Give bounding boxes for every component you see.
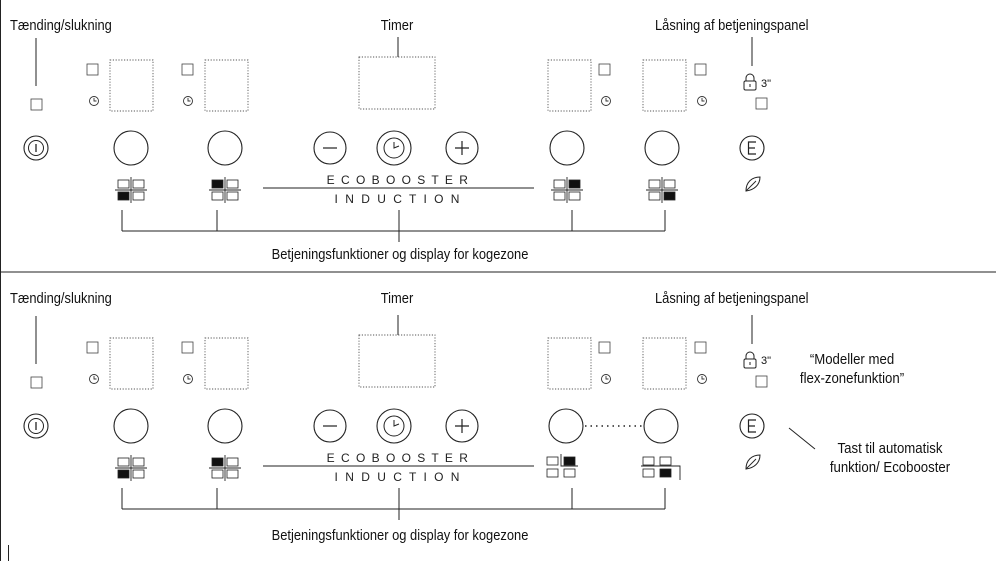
lock-icon	[743, 351, 757, 369]
lock-label: Låsning af betjeningspanel	[655, 17, 809, 34]
power-indicator	[30, 376, 43, 389]
zone4-position-indicator	[646, 177, 678, 203]
zone2-display	[204, 59, 249, 112]
zone2-position-indicator	[209, 455, 241, 481]
zone3-indicator	[598, 341, 611, 354]
zone1-indicator	[86, 341, 99, 354]
induction-text: I N D U C T I O N	[335, 470, 462, 484]
zones-label: Betjeningsfunktioner og display for koge…	[271, 527, 529, 544]
zone1-position-indicator	[115, 177, 147, 203]
zone3-display	[547, 337, 592, 390]
zone4-indicator	[694, 341, 707, 354]
lock-indicator	[755, 97, 768, 110]
zone2-button	[207, 130, 243, 166]
zone4-timer-icon	[697, 96, 707, 106]
auto-key-leader	[788, 427, 816, 450]
zone2-position-indicator	[209, 177, 241, 203]
zone1-button	[113, 130, 149, 166]
zone1-position-indicator	[115, 455, 147, 481]
zone4-display	[642, 59, 687, 112]
timer-label: Timer	[380, 290, 414, 307]
power-button-icon	[23, 413, 49, 439]
timer-display	[358, 56, 436, 110]
flex-zone-right-indicator	[641, 456, 681, 480]
lock-indicator	[755, 375, 768, 388]
zone1-timer-icon	[89, 374, 99, 384]
e-key-button	[739, 413, 765, 439]
zone1-display	[109, 337, 154, 390]
power-label: Tænding/slukning	[10, 17, 112, 34]
eco-booster-text: E C O B O O S T E R	[327, 451, 470, 465]
flex-note-line1: “Modeller med	[809, 351, 895, 368]
eco-leaf-icon	[745, 454, 761, 470]
zone3-position-indicator	[551, 177, 583, 203]
zone1-indicator	[86, 63, 99, 76]
zone1-display	[109, 59, 154, 112]
zone1-timer-icon	[89, 96, 99, 106]
induction-text: I N D U C T I O N	[335, 192, 462, 206]
eco-booster-text: E C O B O O S T E R	[327, 173, 470, 187]
zone2-indicator	[181, 63, 194, 76]
clock-icon	[383, 415, 405, 437]
lock-label: Låsning af betjeningspanel	[655, 290, 809, 307]
zone4-display	[642, 337, 687, 390]
plus-icon	[455, 141, 469, 155]
lock-icon	[743, 73, 757, 91]
zone2-indicator	[181, 341, 194, 354]
flex-note-line2: flex-zonefunktion”	[799, 370, 905, 387]
zone4-button	[644, 130, 680, 166]
e-key-button	[739, 135, 765, 161]
timer-label: Timer	[380, 17, 414, 34]
auto-key-line2: funktion/ Ecobooster	[829, 459, 951, 476]
zone4-timer-icon	[697, 374, 707, 384]
zone3-timer-icon	[601, 374, 611, 384]
plus-icon	[455, 419, 469, 433]
flex-zone-note: “Modeller med flex-zonefunktion”	[799, 350, 905, 388]
power-indicator	[30, 98, 43, 111]
zone4-indicator	[694, 63, 707, 76]
power-label: Tænding/slukning	[10, 290, 112, 307]
zone2-timer-icon	[183, 96, 193, 106]
flex-zone-right-button	[643, 408, 679, 444]
zone1-button	[113, 408, 149, 444]
zones-label: Betjeningsfunktioner og display for koge…	[271, 246, 529, 263]
zone2-button	[207, 408, 243, 444]
lock-time: 3"	[761, 78, 772, 90]
eco-leaf-icon	[745, 176, 761, 192]
timer-display	[358, 334, 436, 388]
power-button-icon	[23, 135, 49, 161]
clock-icon	[383, 137, 405, 159]
flex-zone-left-button	[548, 408, 584, 444]
zone3-button	[549, 130, 585, 166]
zone2-display	[204, 337, 249, 390]
auto-key-note: Tast til automatisk funktion/ Ecobooster	[828, 439, 951, 477]
flex-zone-left-indicator	[546, 454, 578, 478]
zone3-indicator	[598, 63, 611, 76]
lock-time: 3"	[761, 355, 772, 367]
zone2-timer-icon	[183, 374, 193, 384]
auto-key-line1: Tast til automatisk	[837, 440, 943, 457]
zone3-timer-icon	[601, 96, 611, 106]
zone3-display	[547, 59, 592, 112]
